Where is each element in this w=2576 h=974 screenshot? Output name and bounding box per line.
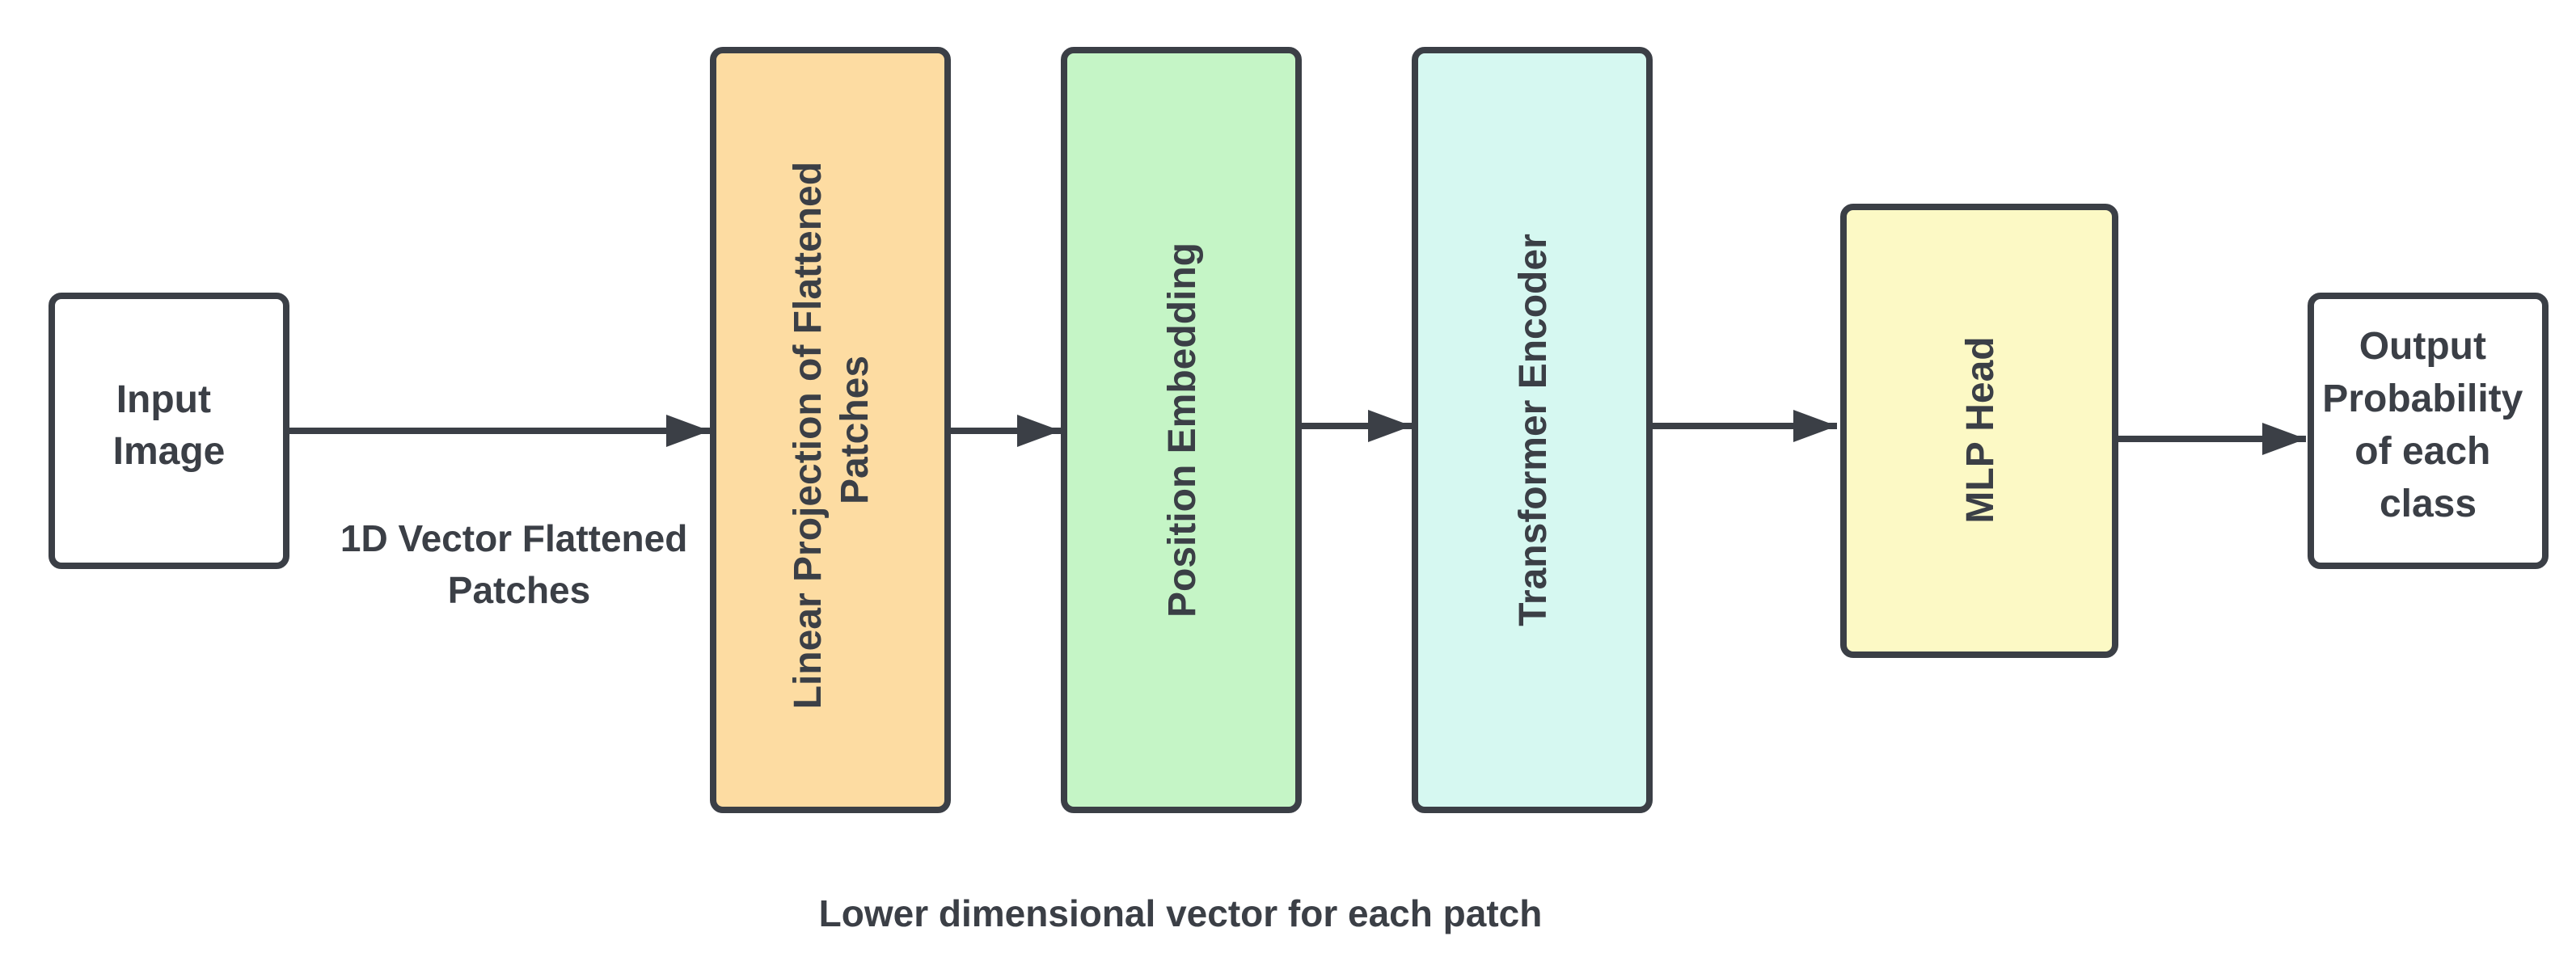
input-image-label: Input Image: [113, 378, 226, 473]
output-probability-label: Output Probability of each class: [2322, 325, 2533, 525]
mlp-head-label: MLP Head: [1959, 336, 2002, 523]
position-embedding-label: Position Embedding: [1161, 242, 1204, 618]
input-image-box: [49, 293, 289, 569]
mlp-head-label-line-1: MLP Head: [1959, 336, 2002, 523]
edges: [288, 410, 2306, 455]
output-probability-label-line-4: class: [2380, 483, 2477, 525]
node-labels: Input Image Linear Projection of Flatten…: [113, 151, 2533, 710]
annotations: 1D Vector Flattened Patches Lower dimens…: [340, 517, 1542, 934]
output-probability-label-line-1: Output: [2359, 325, 2486, 368]
output-probability-label-line-3: of each: [2354, 430, 2490, 473]
nodes: [49, 47, 2549, 813]
edge-label-line-2: Patches: [448, 569, 590, 611]
input-image-label-line-1: Input: [116, 378, 211, 421]
mlp-head-box: [1840, 204, 2118, 658]
bottom-caption: Lower dimensional vector for each patch: [819, 892, 1543, 934]
linear-projection-label-line-2: Patches: [834, 356, 876, 504]
linear-projection-label-line-1: Linear Projection of Flattened: [787, 162, 830, 709]
transformer-encoder-label: Transformer Encoder: [1512, 234, 1555, 626]
linear-projection-label: Linear Projection of Flattened Patches: [787, 151, 876, 710]
linear-projection-box: [710, 47, 951, 813]
output-probability-box: [2308, 293, 2549, 569]
edge-label-flattened-patches: 1D Vector Flattened Patches: [340, 517, 698, 611]
position-embedding-box: [1061, 47, 1302, 813]
position-embedding-label-line-1: Position Embedding: [1161, 242, 1204, 618]
transformer-encoder-label-line-1: Transformer Encoder: [1512, 234, 1555, 626]
edge-label-line-1: 1D Vector Flattened: [340, 517, 687, 559]
input-image-label-line-2: Image: [113, 430, 226, 473]
output-probability-label-line-2: Probability: [2322, 377, 2523, 420]
transformer-encoder-box: [1412, 47, 1653, 813]
